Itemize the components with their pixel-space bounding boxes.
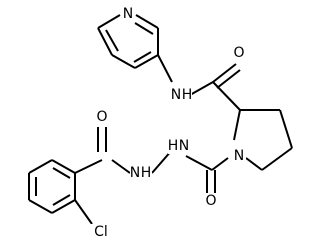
urea-oxygen-label: O [205,193,216,209]
bond-pyridine-c5-c6 [97,27,113,56]
chlorine-label: Cl [94,224,108,240]
pyridine-nitrogen-label: N [123,6,133,22]
bond-pyridine-c3-c4 [134,54,159,69]
carbonyl-o-top-bg [232,45,246,61]
bond-pyridine-n-c2-inner [134,22,154,35]
bond-hydrazide-n2-benzoyl-c [111,159,131,174]
hydrazide-nitrogen-2-label: N [130,165,140,181]
benzoyl-o-bg [95,109,109,125]
bond-benzoyl-c-benzene-c1 [74,159,103,174]
carbonyl-oxygen-top-label: O [233,45,244,61]
bond-benzene-c4-c3 [28,199,53,214]
urea-o-bg [204,193,218,209]
pyridine-n-bg [121,6,135,22]
bond-benzene-c1-c6 [51,159,76,174]
benzoyl-oxygen-label: O [96,109,107,125]
bonds [28,14,293,225]
amide-nitrogen-label: N [171,87,181,103]
bond-pyridine-c4-c5 [111,54,136,69]
pyrrolidine-nitrogen-label: N [234,148,244,164]
bond-benzene-c3-c2-inner [52,194,71,206]
bond-pyrrolidine-c3-c4 [279,109,293,149]
stereo-wedge-bond [211,80,240,110]
bond-benzene-c2-cl [74,199,93,225]
bond-pyrrolidine-c4-c5 [261,147,293,171]
hydrazide-hydrogen-2-label: H [141,165,152,181]
hydrazide-nh2-bg [130,165,152,181]
hydrazide-nitrogen-1-label: N [179,138,189,154]
bond-pyridine-n-c6 [97,14,121,29]
bond-amide-n-carbonyl-c [189,81,214,96]
bond-pyrrolidine-n-urea-c [211,157,229,171]
bond-benzene-c1-c6-inner [52,167,71,179]
bond-urea-c-hydrazide-n1 [185,155,213,171]
bond-carbonyl-c-o-2 [216,69,241,89]
amide-hydrogen-label: H [182,87,193,103]
bond-pyridine-n-c2 [135,14,159,29]
bond-pyrrolidine-n-c2 [233,109,241,141]
bond-benzene-c3-c2 [51,199,76,214]
atom-labels: N N H O N H N N H O O Cl [90,6,246,240]
pyrrolidine-n-bg [232,148,246,164]
bond-pyrrolidine-c5-n [245,157,263,171]
hydrazide-nh1-bg [168,138,190,154]
bond-pyridine-c5-c6-inner [105,29,119,52]
bond-pyridine-c3-c4-inner [133,51,152,63]
hydrazide-hydrogen-1-label: H [168,138,179,154]
bond-carbonyl-c-o-1 [212,63,237,83]
amide-nh-bg [172,87,192,103]
bond-benzene-c6-c5 [28,159,53,174]
bond-pyridine-c-amide-n [157,54,173,83]
chloro-bg [90,224,112,240]
